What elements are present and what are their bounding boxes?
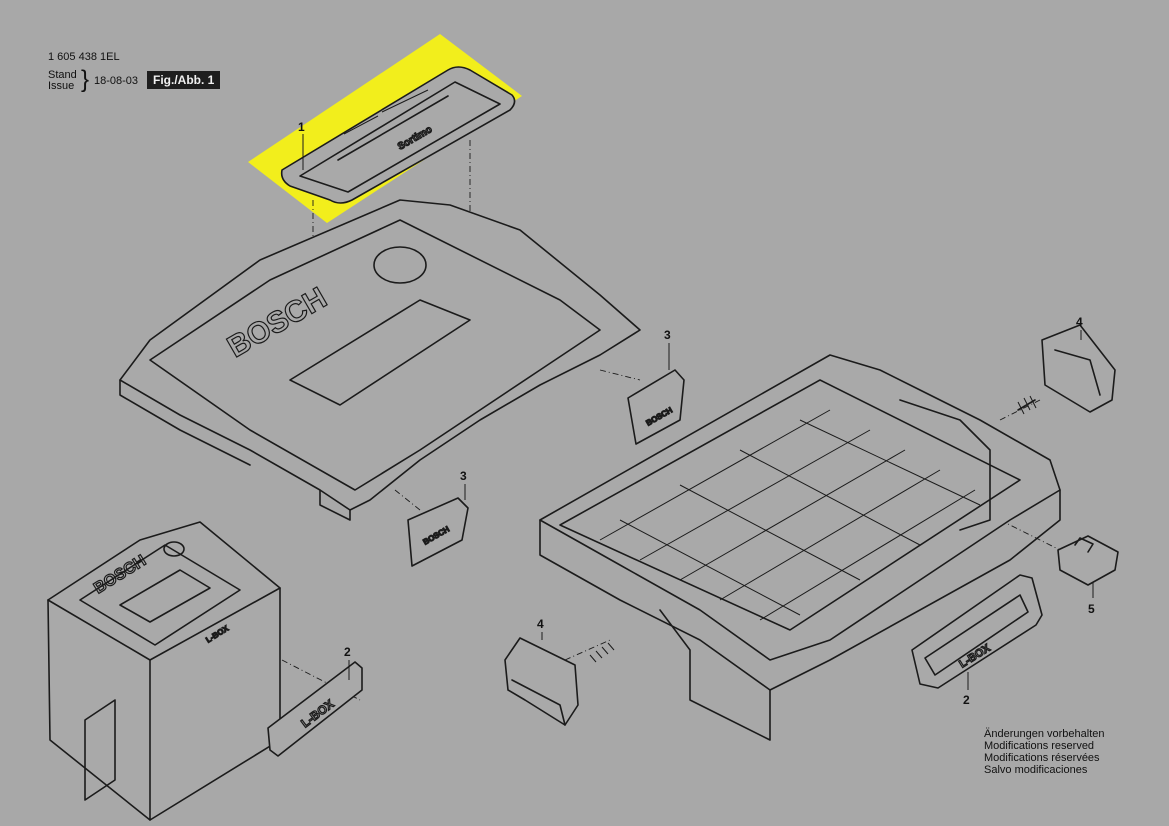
part-5-small-clip (1057, 535, 1119, 586)
figure-badge: Fig./Abb. 1 (147, 71, 221, 89)
note-es: Salvo modificaciones (984, 764, 1088, 776)
callout-2-left: 2 (344, 645, 351, 659)
stand-label: Stand (48, 69, 77, 81)
note-fr: Modifications réservées (984, 752, 1100, 764)
callout-leaders (302, 134, 1094, 690)
note-de: Änderungen vorbehalten (984, 728, 1105, 740)
part-4-latch-right (1017, 324, 1116, 415)
part-2-side-handle-right: L-BOX (911, 574, 1043, 689)
part-3-latch-clip-lower: BOSCH (407, 497, 469, 567)
callout-3-upper: 3 (664, 328, 671, 342)
lid-bosch-logo (373, 246, 427, 284)
brace-glyph: } (81, 66, 90, 93)
part-3-latch-clip-upper: BOSCH (627, 369, 685, 445)
issue-label: Issue (48, 80, 75, 92)
modification-notes: Änderungen vorbehalten Modifications res… (984, 728, 1104, 776)
callout-4-lower: 4 (537, 617, 544, 631)
part-2-label-plate: L-BOX (267, 661, 363, 757)
callout-1: 1 (298, 120, 305, 134)
callout-2-right: 2 (963, 693, 970, 707)
part-1-top-handle: Sortimo (280, 66, 516, 204)
issue-date: 18-08-03 (94, 75, 139, 87)
note-en: Modifications reserved (984, 740, 1095, 752)
callout-3-lower: 3 (460, 469, 467, 483)
small-lbox: BOSCH L-BOX (47, 521, 281, 821)
callout-5: 5 (1088, 602, 1095, 616)
part-number: 1 605 438 1EL (48, 51, 120, 63)
callout-4-upper: 4 (1076, 315, 1083, 329)
lid: BOSCH (119, 199, 641, 521)
tray-body (539, 354, 1061, 741)
part-4-latch-lower (504, 637, 615, 726)
